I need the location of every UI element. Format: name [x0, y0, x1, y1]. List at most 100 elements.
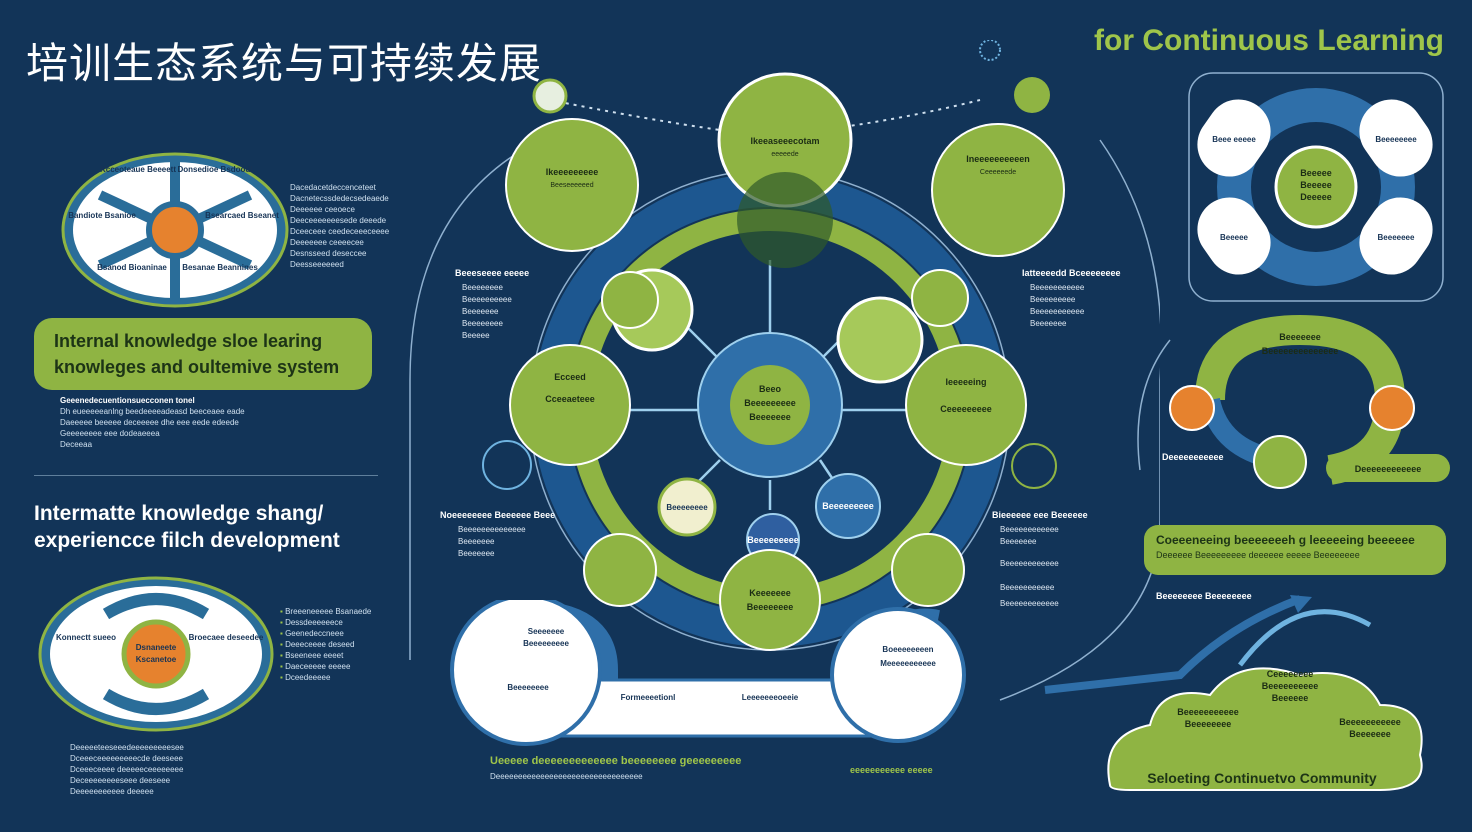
svg-text:Ieeeeeing: Ieeeeeing — [945, 377, 986, 387]
svg-text:Beeeeeeee: Beeeeeeee — [1185, 719, 1232, 729]
svg-text:Beeeeeeeeeee: Beeeeeeeeeee — [1030, 307, 1085, 316]
bottom-ellipse-label-1: Konnectt sueeo — [56, 633, 116, 642]
svg-text:Cceeaeteee: Cceeaeteee — [545, 394, 595, 404]
bottom-right-circle — [830, 607, 966, 743]
svg-text:Beeeseeee eeeee: Beeeseeee eeeee — [455, 268, 529, 278]
svg-text:Beeeeeeeeeeee: Beeeeeeeeeeee — [1000, 559, 1059, 568]
top-right-small-icon — [1014, 77, 1050, 113]
right-small-icon-bubble — [911, 269, 969, 327]
loop-pill-3 — [1197, 197, 1271, 275]
svg-text:Beeeeeeeeeee: Beeeeeeeeeee — [1000, 583, 1055, 592]
svg-text:Beeeeeeee: Beeeeeeee — [666, 503, 708, 512]
svg-text:Beeeeeee: Beeeeeee — [1349, 729, 1391, 739]
page-title-cn: 培训生态系统与可持续发展 — [26, 39, 543, 88]
top-knowledge-ellipse: Kcceoteaue Beeeett Donsedioe Bsdoodl Ban… — [61, 152, 289, 308]
svg-text:Leeeeeeeoeeie: Leeeeeeeoeeie — [742, 693, 799, 702]
top-ellipse-label-4: Bsearcaed Bseanet — [205, 211, 279, 220]
left-divider — [34, 475, 378, 476]
svg-text:Beeeeeeeeeeee: Beeeeeeeeeeee — [1000, 525, 1059, 534]
svg-text:Beeeeeee: Beeeeeee — [462, 307, 499, 316]
svg-text:Ikeeeeeeeee: Ikeeeeeeeee — [546, 167, 599, 177]
svg-text:Beeeee: Beeeee — [1300, 180, 1332, 190]
top-ellipse-label-6: Besanae Beannines — [182, 263, 258, 272]
left-outline-icon — [482, 440, 532, 490]
svg-text:Beeo: Beeo — [759, 384, 782, 394]
mini-node-left — [657, 477, 717, 537]
svg-text:Beeeeeee: Beeeeeee — [1030, 319, 1067, 328]
svg-text:eeeeede: eeeeede — [771, 151, 798, 158]
svg-text:Ineeeeeeeeeen: Ineeeeeeeeeen — [966, 154, 1030, 164]
svg-text:Keeeeeee: Keeeeeee — [749, 588, 791, 598]
top-ellipse-label-2: Donsedioe Bsdoodl — [177, 165, 252, 174]
svg-text:Beeeee: Beeeee — [1300, 168, 1332, 178]
right-outline-icon — [1011, 443, 1057, 489]
svg-text:Beeeeeeeeeeeeee: Beeeeeeeeeeeeee — [1262, 346, 1339, 356]
top-ellipse-hub — [146, 201, 204, 259]
central-hub-core — [730, 365, 810, 445]
feedback-bottom-icon — [1253, 435, 1307, 489]
bottom-ellipse-bullets: Breeeneeeee Bsanaede Dessdeeeeeece Geene… — [280, 606, 371, 683]
top-ellipse-label-3: Bandiote Bsanioe — [68, 211, 136, 220]
bottom-flow-panel: Seeeeeee Beeeeeeeee Beeeeeeee Boeeeeeeee… — [450, 600, 966, 746]
svg-text:Beeeeee: Beeeeee — [1272, 693, 1309, 703]
svg-text:Beeeeeeeeeee: Beeeeeeeeeee — [1030, 283, 1085, 292]
svg-text:Beeeeeeeee: Beeeeeeeee — [822, 501, 874, 511]
svg-text:Deeeee: Deeeee — [1300, 192, 1332, 202]
svg-text:Beeeeeeee: Beeeeeeee — [747, 602, 794, 612]
svg-text:Beeeeeeeeeee: Beeeeeeeeeee — [1177, 707, 1239, 717]
svg-text:Ikeeaseeecotam: Ikeeaseeecotam — [750, 136, 819, 146]
right-node — [905, 344, 1027, 466]
community-cloud: Beeeeeeee Beeeeeeee Ceeeeeeee Beeeeeeeee… — [1044, 591, 1423, 791]
loop-pill-4 — [1359, 197, 1433, 275]
svg-text:Formeeeetionl: Formeeeetionl — [621, 693, 676, 702]
svg-text:Ceeeeeeeee: Ceeeeeeeee — [940, 404, 992, 414]
svg-text:Beeeeeeeeee: Beeeeeeeeee — [462, 295, 512, 304]
bottom-left-bubble — [583, 533, 657, 607]
svg-text:Beeeeeeee: Beeeeeeee — [462, 319, 503, 328]
svg-text:Ceeeeeede: Ceeeeeede — [980, 169, 1016, 176]
bottom-node — [719, 549, 821, 651]
svg-text:Beeeeeeeee: Beeeeeeeee — [523, 639, 569, 648]
loop-pill-2 — [1359, 99, 1433, 177]
feedback-orange-left — [1169, 385, 1215, 431]
svg-text:Bieeeeee eee Beeeeee: Bieeeeee eee Beeeeee — [992, 510, 1088, 520]
top-ellipse-description: Dacedacetdeccenceteet Dacnetecssdedecsed… — [290, 183, 390, 269]
svg-text:Meeeeeeeeeee: Meeeeeeeeeee — [880, 659, 936, 668]
right-top-node — [931, 123, 1065, 257]
svg-text:Deeeeeeeeeee: Deeeeeeeeeee — [1162, 452, 1224, 462]
svg-text:Beeeeeeeee: Beeeeeeeee — [744, 398, 796, 408]
top-ellipse-label-1: Kcceoteaue Beeeett — [100, 165, 176, 174]
svg-text:Beeseeeeeed: Beeseeeeeed — [550, 182, 593, 189]
bottom-knowledge-ellipse: Konnectt sueeo Broecaee deseedee Dsnanee… — [38, 576, 274, 732]
svg-text:Noeeeeeeee Beeeeee Beee: Noeeeeeeee Beeeeee Beee — [440, 510, 555, 520]
svg-text:Ecceed: Ecceed — [554, 372, 586, 382]
bottom-footer-white: Deeeeeeeeeeeeeeeeeeeeeeeeeeeeeeeee — [490, 772, 643, 781]
page-title-en: for Continuous Learning — [1094, 24, 1444, 57]
bottom-ellipse-label-2: Broecaee deseedee — [189, 633, 264, 642]
top-node-photo — [737, 172, 833, 268]
svg-text:Beeeeeee: Beeeeeee — [1378, 233, 1415, 242]
svg-text:Beeeee: Beeeee — [1220, 233, 1249, 242]
svg-text:Beeeeeeee: Beeeeeeee — [462, 283, 503, 292]
bottom-left-circle — [450, 600, 602, 746]
svg-text:Iatteeeedd Bceeeeeeee: Iatteeeedd Bceeeeeeee — [1022, 268, 1121, 278]
svg-text:Deeeeeeeeeeee: Deeeeeeeeeeee — [1355, 464, 1422, 474]
svg-text:Beeeeeeeee: Beeeeeeeee — [747, 535, 799, 545]
svg-text:Beeeeeeee Beeeeeeee: Beeeeeeee Beeeeeeee — [1156, 591, 1252, 601]
bottom-ellipse-label-3: Dsnaneete — [136, 643, 177, 652]
svg-text:Ceeeeeeee: Ceeeeeeee — [1267, 669, 1314, 679]
svg-text:Beeeeeeeeeee: Beeeeeeeeeee — [1339, 717, 1401, 727]
svg-text:Beeeeeee: Beeeeeee — [458, 537, 495, 546]
left-top-node — [505, 118, 639, 252]
loop-pill-1 — [1197, 99, 1271, 177]
right-icon-bubble — [836, 296, 924, 384]
svg-text:Seloeting Continuetvo Communit: Seloeting Continuetvo Community — [1147, 770, 1377, 786]
svg-text:Seeeeeee: Seeeeeee — [528, 627, 565, 636]
bottom-right-bubble — [891, 533, 965, 607]
svg-text:Beeeee: Beeeee — [462, 331, 490, 340]
top-ellipse-label-5: Bsanod Bioaninae — [97, 263, 167, 272]
bottom-footer-green: Ueeeee deeeeeeeeeeeee beeeeeeee geeeeeee… — [490, 755, 742, 767]
svg-text:Beeeeeeee: Beeeeeeee — [1375, 135, 1417, 144]
svg-text:Beeeeeeeeee: Beeeeeeeeee — [1262, 681, 1319, 691]
svg-text:Beeeeeee: Beeeeeee — [458, 549, 495, 558]
